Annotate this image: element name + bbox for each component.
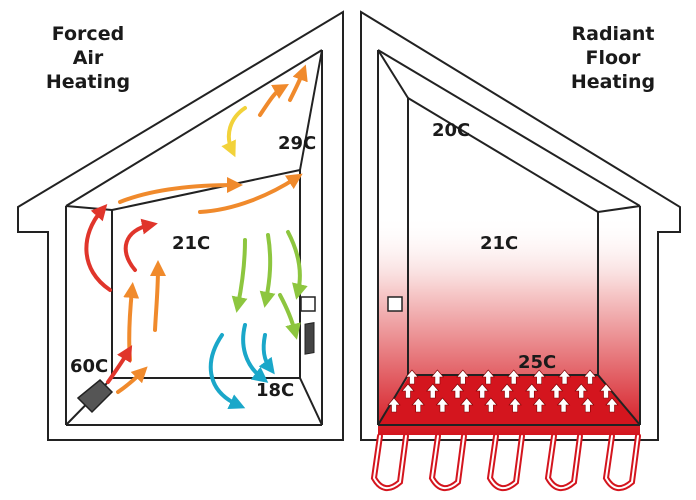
heat-up-arrow-icon: [532, 369, 546, 385]
heat-up-arrow-icon: [605, 397, 619, 413]
heating-pipe-highlight: [430, 435, 465, 489]
heat-up-arrow-icon: [484, 397, 498, 413]
arrow-cool-4: [278, 293, 301, 340]
arrow-warm-out-1: [106, 345, 133, 384]
right-temp-ceiling: 20C: [432, 120, 471, 141]
heat-up-arrow-icon: [574, 383, 588, 399]
arrow-hot-2: [123, 218, 158, 272]
heat-up-arrow-icon: [549, 383, 564, 399]
heat-up-arrow-icon: [599, 383, 613, 399]
heat-up-arrow-icon: [426, 383, 440, 399]
heat-up-arrow-icon: [475, 383, 489, 399]
heat-up-arrow-icon: [500, 383, 514, 399]
arrow-warm-rise-2: [149, 260, 166, 332]
arrow-warm-out-2: [116, 366, 148, 394]
heater-unit: [76, 296, 316, 414]
thermostat-right-icon: [387, 296, 403, 312]
heat-up-arrow-icon: [557, 369, 572, 385]
arrow-warm-2: [198, 173, 303, 214]
arrow-warm-3: [258, 84, 289, 117]
arrow-cold-2: [241, 323, 269, 383]
heating-pipe-highlight: [546, 435, 581, 489]
heat-up-arrow-icon: [481, 369, 495, 385]
heating-pipe-highlight: [372, 435, 407, 489]
right-temp-middle: 21C: [480, 233, 519, 254]
left-temp-ceiling: 29C: [278, 133, 317, 154]
thermostat-left-icon: [300, 296, 316, 312]
arrow-cool-2: [259, 233, 276, 308]
left-house-outline: [17, 10, 344, 441]
airflow-arrows: [84, 64, 308, 409]
heating-pipe-highlight: [488, 435, 523, 489]
floor-heat-slab: [378, 375, 640, 425]
heat-up-arrow-icon: [450, 383, 465, 399]
heat-up-arrow-icon: [508, 397, 522, 413]
right-temp-floor: 25C: [518, 352, 557, 373]
heat-up-arrow-icon: [456, 369, 470, 385]
forced-air-title-line-3: Heating: [45, 71, 131, 93]
radiant-floor-title-line-2: Floor: [585, 47, 641, 69]
return-vent-icon: [304, 322, 315, 355]
left-temp-floor: 18C: [256, 380, 295, 401]
radiant-floor-title: Radiant Floor Heating: [548, 22, 678, 94]
radiant-up-arrows: [387, 369, 619, 413]
arrow-warm-4: [288, 64, 308, 102]
arrow-cool-1: [231, 238, 248, 313]
heat-up-arrow-icon: [411, 397, 425, 413]
heat-up-arrow-icon: [401, 383, 415, 399]
forced-air-title-line-1: Forced: [51, 23, 125, 45]
heat-up-arrow-icon: [556, 397, 571, 413]
arrow-mild-1: [221, 106, 247, 158]
radiant-floor-title-line-3: Heating: [570, 71, 656, 93]
heat-up-arrow-icon: [430, 369, 445, 385]
heat-up-arrow-icon: [525, 383, 539, 399]
heat-up-arrow-icon: [532, 397, 546, 413]
radiant-floor-title-line-1: Radiant: [571, 23, 655, 45]
heat-up-arrow-icon: [435, 397, 450, 413]
arrow-hot-1: [84, 203, 112, 292]
forced-air-title: Forced Air Heating: [28, 22, 148, 94]
left-temp-middle: 21C: [172, 233, 211, 254]
heating-pipe-highlight: [604, 435, 639, 489]
heat-up-arrow-icon: [460, 397, 474, 413]
arrow-cool-3: [286, 230, 308, 300]
arrow-cold-3: [258, 333, 275, 375]
heat-up-arrow-icon: [583, 369, 597, 385]
heat-up-arrow-icon: [581, 397, 595, 413]
left-roof-inner: [65, 49, 323, 207]
heat-up-arrow-icon: [507, 369, 521, 385]
right-roof-inner: [377, 49, 641, 207]
left-temp-heater: 60C: [70, 356, 109, 377]
heat-up-arrow-icon: [405, 369, 419, 385]
heater-vent-icon: [76, 378, 114, 414]
radiant-pipes: [370, 433, 641, 491]
forced-air-title-line-2: Air: [72, 47, 104, 69]
arrow-cold-1: [208, 333, 246, 409]
arrow-warm-1: [118, 177, 243, 204]
heat-up-arrow-icon: [387, 397, 401, 413]
